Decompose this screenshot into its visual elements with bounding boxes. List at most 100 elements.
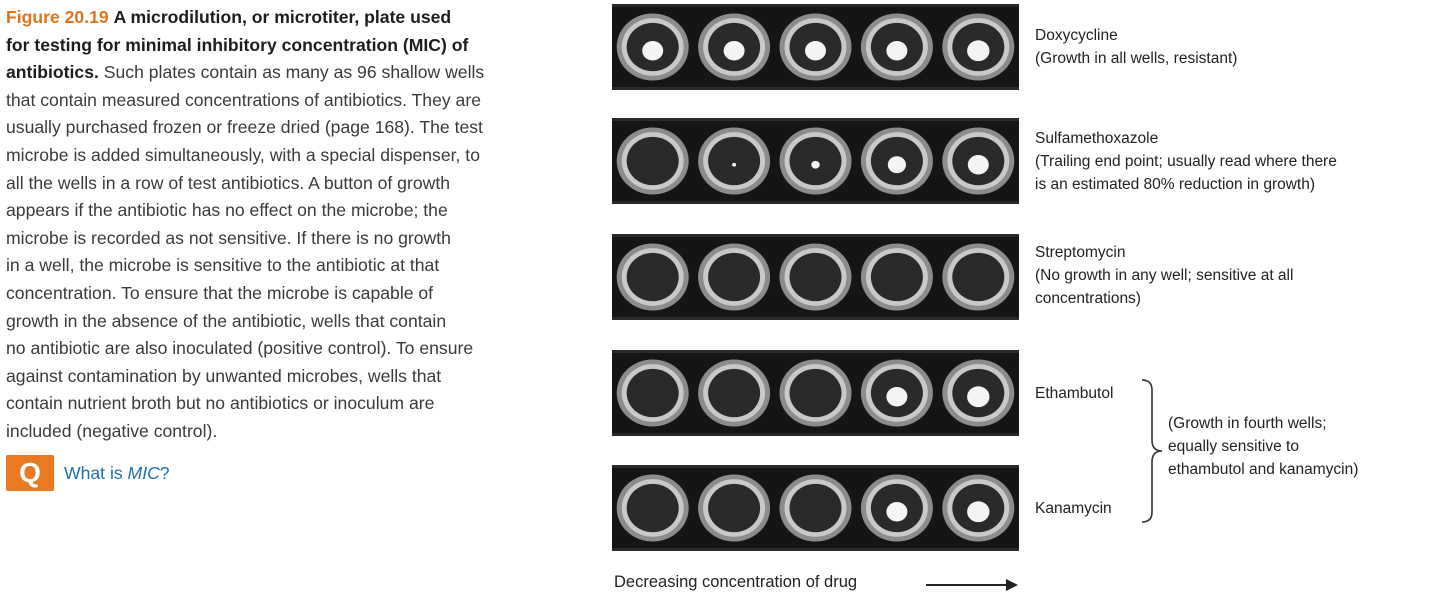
well [942,243,1015,311]
shared-note-line: equally sensitive to [1168,438,1299,455]
caption-body-line: microbe is recorded as not sensitive. If… [6,227,451,248]
label-streptomycin: Streptomycin (No growth in any well; sen… [1035,241,1293,310]
plate-wells [616,474,1015,542]
well-interior [626,136,679,186]
growth-button [887,156,906,174]
growth-button [642,40,664,61]
growth-button [886,386,908,407]
plate-doxycycline [612,4,1019,90]
figure-title-line-2: for testing for minimal inhibitory conce… [6,34,469,55]
plate-kanamycin [612,465,1019,551]
drug-name: Ethambutol [1035,385,1114,402]
right-arrow-icon [926,579,1018,591]
drug-note: (Trailing end point; usually read where … [1035,153,1337,170]
well-interior [626,368,679,418]
shared-note-line: (Growth in fourth wells; [1168,415,1327,432]
question-suffix: ? [159,462,170,483]
question-icon: Q [6,455,54,491]
well [942,359,1015,427]
question-link[interactable]: What is MIC? [64,463,170,484]
figure-title-line-1: A microdilution, or microtiter, plate us… [113,7,452,27]
label-ethambutol: Ethambutol [1035,382,1113,405]
growth-button [886,501,908,522]
plate-ethambutol [612,350,1019,436]
caption-body-line: contain nutrient broth but no antibiotic… [6,393,435,414]
growth-button [886,40,908,61]
question-term: MIC [127,462,160,483]
caption-body-line: appears if the antibiotic has no effect … [6,200,448,221]
well [779,474,852,542]
well [942,13,1015,81]
caption-body-line: microbe is added simultaneously, with a … [6,144,480,165]
drug-note: (No growth in any well; sensitive at all [1035,267,1294,284]
figure-title-line-3: antibiotics. [6,62,99,83]
well [698,13,771,81]
well [616,359,689,427]
drug-note: (Growth in all wells, resistant) [1035,50,1238,67]
caption-body-line: usually purchased frozen or freeze dried… [6,117,483,138]
well [860,127,933,195]
well [860,243,933,311]
concentration-direction-label: Decreasing concentration of drug [614,573,858,591]
well [698,359,771,427]
label-kanamycin: Kanamycin [1035,497,1112,520]
well-interior [708,252,761,302]
growth-button [967,154,989,175]
plate-wells [616,359,1015,427]
well [616,474,689,542]
well [616,243,689,311]
well [616,13,689,81]
caption-body-line: all the wells in a row of test antibioti… [6,172,450,193]
well [779,359,852,427]
well [860,474,933,542]
caption-body-line: against contamination by unwanted microb… [6,365,442,386]
shared-note-line: ethambutol and kanamycin) [1168,461,1359,478]
well-interior [952,252,1005,302]
growth-button [811,160,820,169]
label-sulfamethoxazole: Sulfamethoxazole (Trailing end point; us… [1035,127,1337,196]
well-interior [708,483,761,533]
shared-note: (Growth in fourth wells; equally sensiti… [1168,412,1358,481]
drug-name: Sulfamethoxazole [1035,130,1159,147]
well [779,13,852,81]
plate-streptomycin [612,234,1019,320]
caption-body-line: no antibiotic are also inoculated (posit… [6,338,474,359]
drug-note: is an estimated 80% reduction in growth) [1035,176,1316,193]
caption-body-line: growth in the absence of the antibiotic,… [6,310,447,331]
caption-body-line: concentration. To ensure that the microb… [6,282,434,303]
growth-button [967,501,990,523]
growth-button [732,162,737,167]
well [860,13,933,81]
well [942,127,1015,195]
well-interior [626,252,679,302]
well [860,359,933,427]
drug-note: concentrations) [1035,290,1141,307]
growth-button [805,40,826,61]
caption-body-line: that contain measured concentrations of … [6,89,481,110]
well-interior [870,252,923,302]
question-prompt: Q What is MIC? [6,455,170,491]
drug-name: Streptomycin [1035,244,1126,261]
well [616,127,689,195]
growth-button [967,40,990,62]
caption-body-line: in a well, the microbe is sensitive to t… [6,255,440,276]
well [779,127,852,195]
label-doxycycline: Doxycycline (Growth in all wells, resist… [1035,24,1237,70]
well [779,243,852,311]
plate-sulfamethoxazole [612,118,1019,204]
growth-button [967,386,990,408]
well-interior [708,136,761,186]
well-interior [708,368,761,418]
drug-name: Kanamycin [1035,500,1112,517]
figure-number: Figure 20.19 [6,7,109,27]
well [698,127,771,195]
well-interior [789,252,842,302]
caption-body-line: included (negative control). [6,420,218,441]
figure-caption: Figure 20.19 A microdilution, or microti… [6,4,596,446]
plate-wells [616,243,1015,311]
plate-wells [616,127,1015,195]
right-brace-icon [1141,379,1163,523]
plate-wells [616,13,1015,81]
drug-name: Doxycycline [1035,27,1118,44]
well [698,243,771,311]
